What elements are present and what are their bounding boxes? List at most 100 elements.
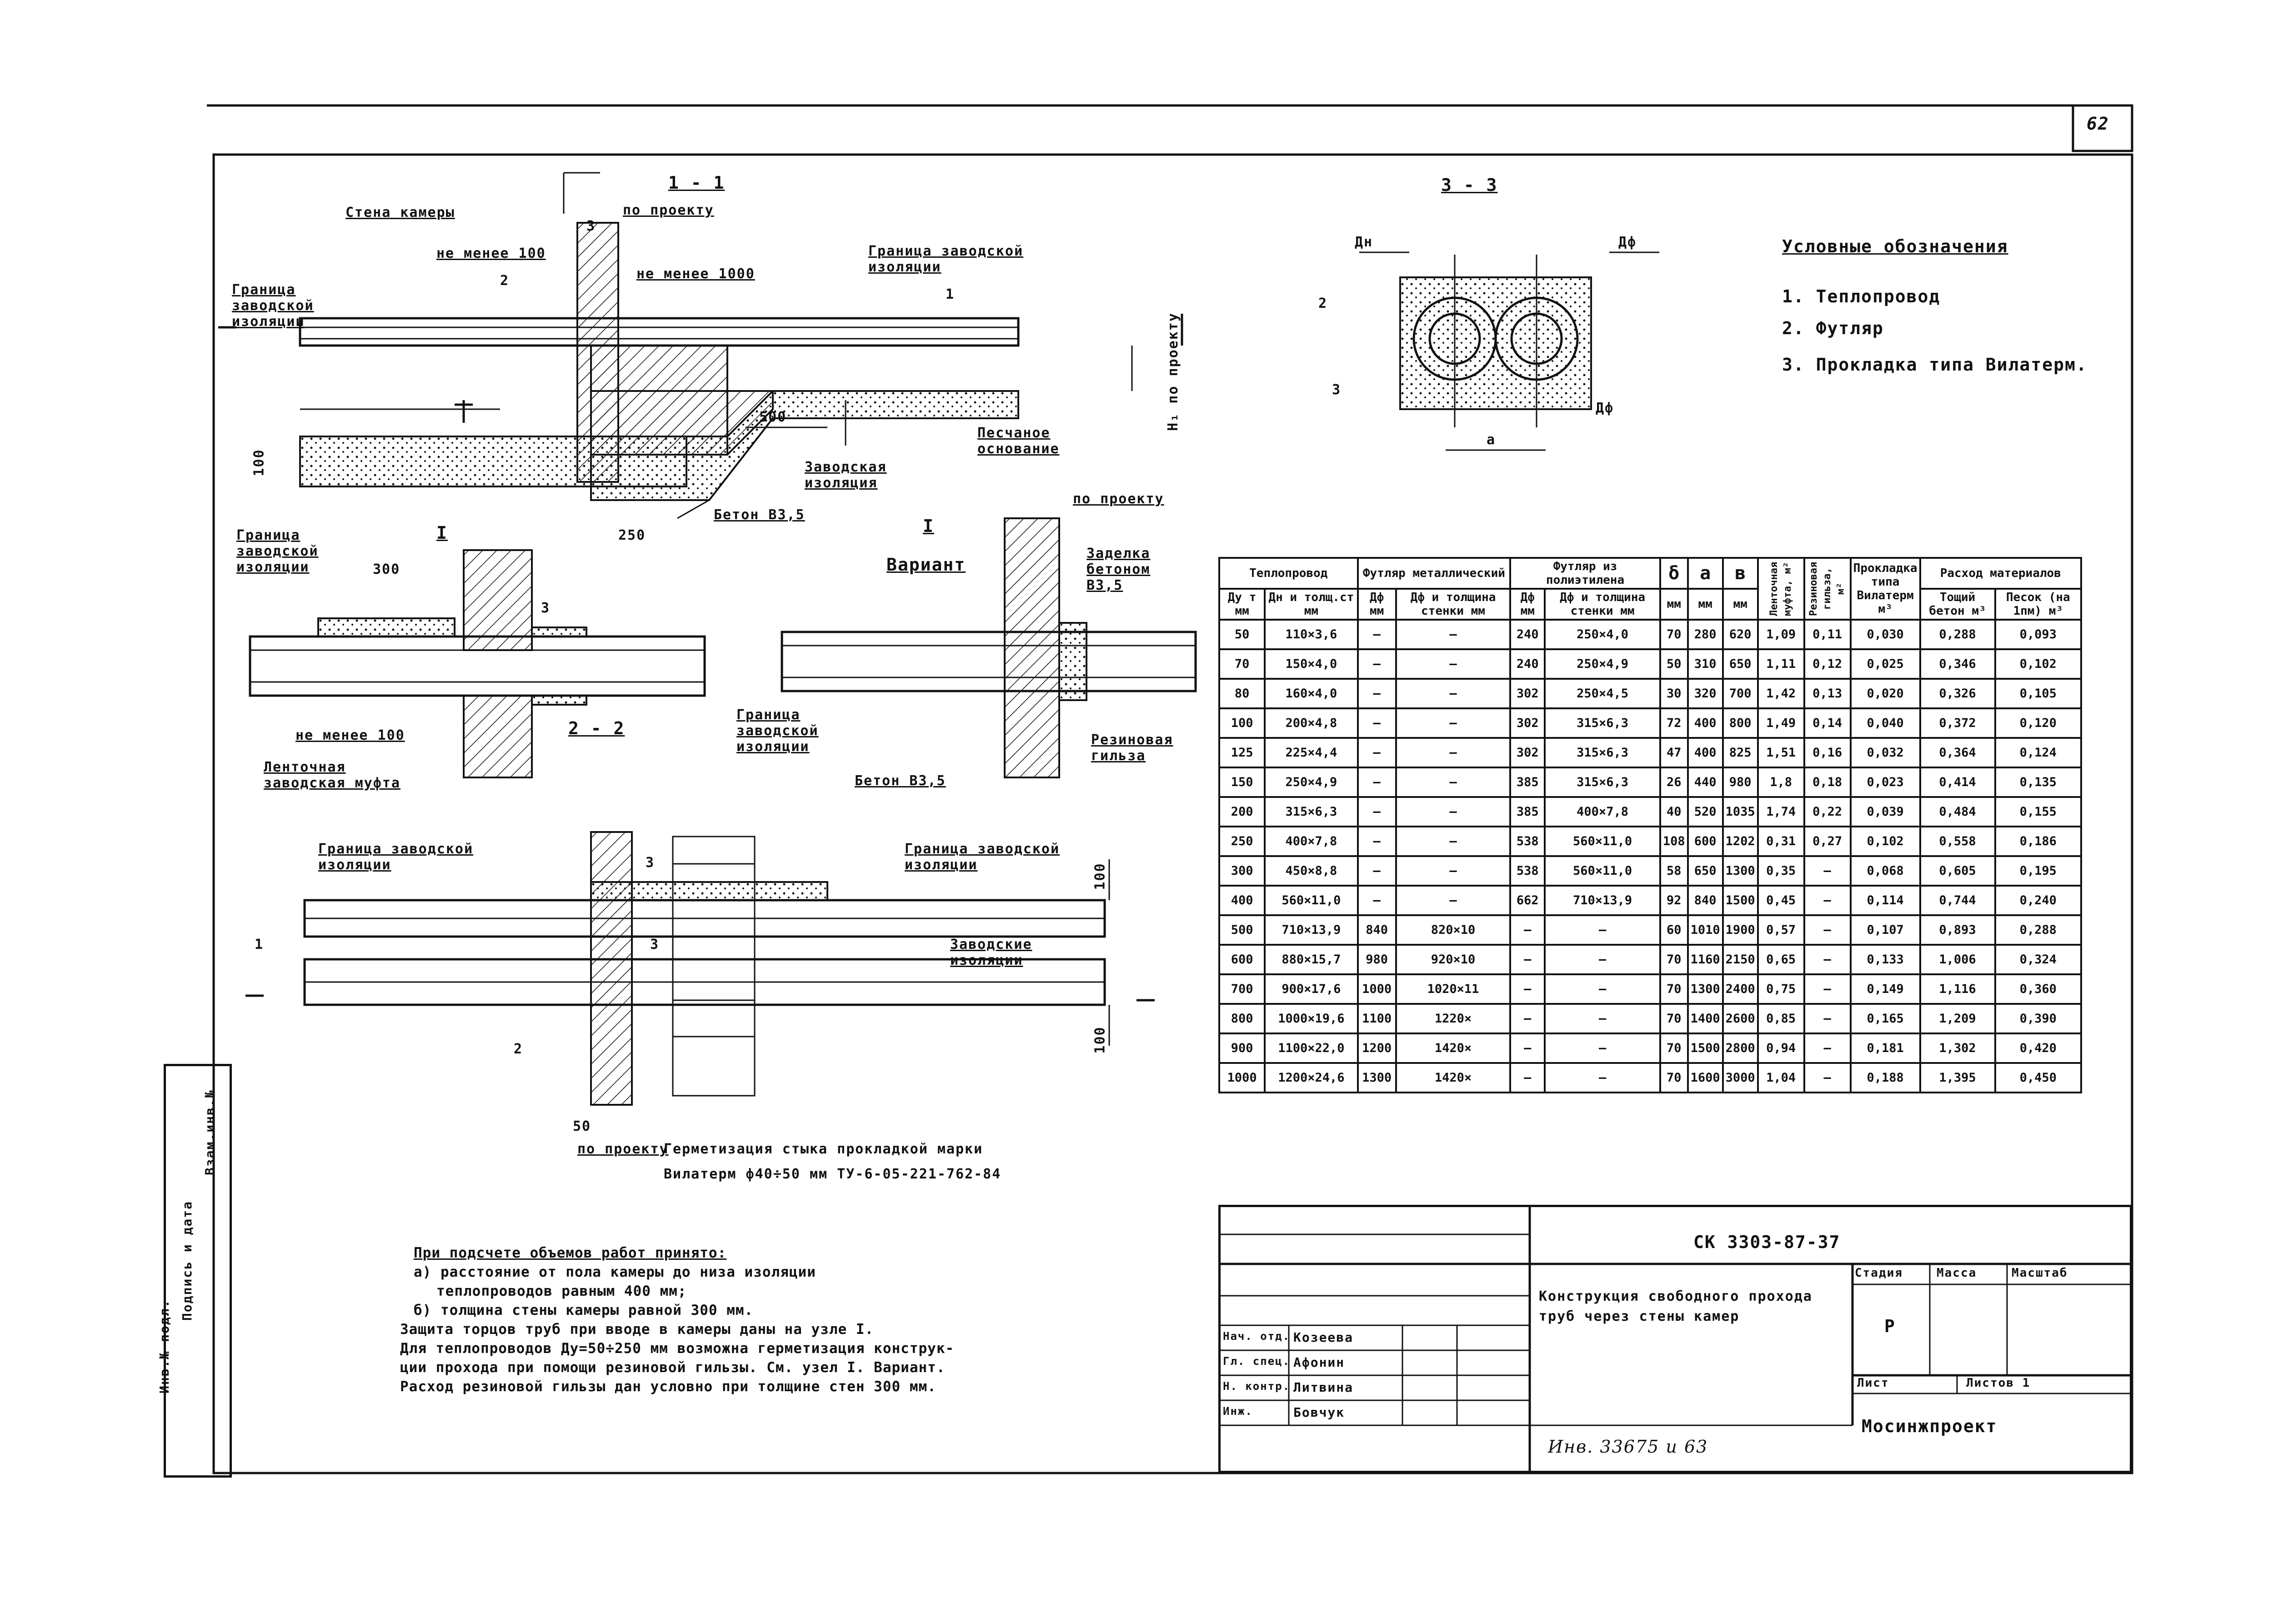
table-cell: 0,558 — [1919, 826, 1996, 857]
table-cell: 1300 — [1722, 855, 1759, 887]
table-cell: 0,102 — [1994, 648, 2083, 680]
table-cell: 200 — [1218, 796, 1266, 827]
table-cell: 125 — [1218, 737, 1266, 768]
table-cell: 560×11,0 — [1264, 885, 1359, 916]
table-cell: 520 — [1687, 796, 1724, 827]
label-df: Дф — [1618, 234, 1637, 250]
table-cell: 800 — [1722, 707, 1759, 739]
table-cell: 1300 — [1357, 1062, 1397, 1093]
th-sand: Песок (на 1пм) м³ — [1994, 588, 2083, 621]
side-stamp-a: Инв.№ подл. — [157, 1299, 172, 1393]
label-concrete: Бетон В3,5 — [714, 507, 805, 523]
th-rubber: Резиновая гильза, м² — [1804, 558, 1851, 620]
table-cell: 0,155 — [1994, 796, 2083, 827]
table-cell: 400 — [1218, 885, 1266, 916]
table-cell: 0,22 — [1803, 796, 1852, 827]
table-cell: 50 — [1659, 648, 1689, 680]
th-pe-case: Футляр из полиэтилена — [1509, 557, 1661, 590]
th-dn: Дн и толщ.ст мм — [1264, 588, 1359, 621]
table-cell: 1420× — [1395, 1062, 1512, 1093]
table-cell: 560×11,0 — [1544, 826, 1661, 857]
table-cell: 1020×11 — [1395, 973, 1512, 1005]
table-cell: 0,13 — [1803, 678, 1852, 709]
table-cell: 1202 — [1722, 826, 1759, 857]
table-cell: 0,65 — [1757, 944, 1805, 975]
table-cell: 240 — [1509, 619, 1546, 650]
title-block: СК 3303-87-37 Конструкция свободного про… — [1218, 1205, 2132, 1473]
table-cell: – — [1803, 973, 1852, 1005]
table-cell: – — [1803, 1003, 1852, 1034]
table-cell: 0,030 — [1849, 619, 1921, 650]
legend-title: Условные обозначения — [1782, 236, 2008, 256]
table-cell: 0,149 — [1849, 973, 1921, 1005]
table-cell: 1,09 — [1757, 619, 1805, 650]
label-num-1b: 1 — [255, 937, 264, 952]
table-cell: – — [1509, 914, 1546, 946]
table-cell: – — [1544, 1033, 1661, 1064]
label-factory-boundary-I: Граница заводской изоляции — [236, 527, 319, 575]
table-cell: – — [1395, 767, 1512, 798]
table-cell: – — [1803, 855, 1852, 887]
variant-drawing — [781, 517, 1197, 778]
table-cell: 980 — [1357, 944, 1397, 975]
label-rubber-sleeve: Резиновая гильза — [1091, 732, 1173, 764]
table-cell: 1,51 — [1757, 737, 1805, 768]
table-cell: 315×6,3 — [1544, 707, 1661, 739]
table-cell: 400 — [1687, 737, 1724, 768]
label-num-3c: 3 — [541, 600, 551, 616]
table-cell: 0,450 — [1994, 1062, 2083, 1093]
stage-header: Стадия — [1855, 1266, 1903, 1280]
note-f: Расход резиновой гильзы дан условно при … — [400, 1378, 936, 1395]
note-a: а) расстояние от пола камеры до низа изо… — [414, 1264, 816, 1280]
table-cell: 0,124 — [1994, 737, 2083, 768]
table-cell: 150×4,0 — [1264, 648, 1359, 680]
table-cell: 650 — [1687, 855, 1724, 887]
table-cell: 47 — [1659, 737, 1689, 768]
table-cell: 72 — [1659, 707, 1689, 739]
table-cell: 0,093 — [1994, 619, 2083, 650]
table-cell: 1100×22,0 — [1264, 1033, 1359, 1064]
table-cell: 0,188 — [1849, 1062, 1921, 1093]
table-cell: 400×7,8 — [1264, 826, 1359, 857]
table-cell: 1,04 — [1757, 1062, 1805, 1093]
sign-name-1: Козеева — [1293, 1330, 1354, 1345]
label-belt-coupling: Ленточная заводская муфта — [264, 759, 401, 791]
label-by-project: по проекту — [623, 202, 714, 218]
label-factory-insulation: Заводская изоляция — [805, 459, 887, 491]
table-cell: 0,105 — [1994, 678, 2083, 709]
table-cell: 1000 — [1218, 1062, 1266, 1093]
label-factory-boundary-var: Граница заводской изоляции — [736, 707, 819, 755]
section-3-3-drawing — [1359, 251, 1659, 451]
th-mm1: мм — [1659, 588, 1689, 621]
table-cell: – — [1357, 826, 1397, 857]
table-cell: 3000 — [1722, 1062, 1759, 1093]
title-block-grid — [1221, 1207, 2130, 1471]
table-cell: 0,040 — [1849, 707, 1921, 739]
table-cell: 0,744 — [1919, 885, 1996, 916]
section-title-3-3: 3 - 3 — [1441, 175, 1498, 195]
table-cell: 1420× — [1395, 1033, 1512, 1064]
table-cell: 0,326 — [1919, 678, 1996, 709]
table-cell: – — [1357, 737, 1397, 768]
label-num-3d: 3 — [646, 855, 655, 871]
table-cell: 150 — [1218, 767, 1266, 798]
label-min100: не менее 100 — [436, 246, 546, 261]
table-cell: – — [1544, 944, 1661, 975]
table-cell: 0,57 — [1757, 914, 1805, 946]
table-cell: 2150 — [1722, 944, 1759, 975]
table-cell: 920×10 — [1395, 944, 1512, 975]
table-cell: 302 — [1509, 707, 1546, 739]
section-2-2-drawing — [245, 831, 1155, 1106]
label-dim-H: Н₁ по проекту — [1165, 312, 1181, 431]
table-cell: 0,288 — [1994, 914, 2083, 946]
table-cell: 0,346 — [1919, 648, 1996, 680]
table-cell: 825 — [1722, 737, 1759, 768]
table-cell: – — [1395, 737, 1512, 768]
table-cell: 30 — [1659, 678, 1689, 709]
label-factory-boundary-2: Граница заводской изоляции — [318, 841, 474, 873]
side-stamp-c: Взам.инв.№ — [202, 1089, 217, 1175]
th-b: в — [1722, 557, 1759, 590]
section-1-1-drawing — [218, 172, 1183, 519]
